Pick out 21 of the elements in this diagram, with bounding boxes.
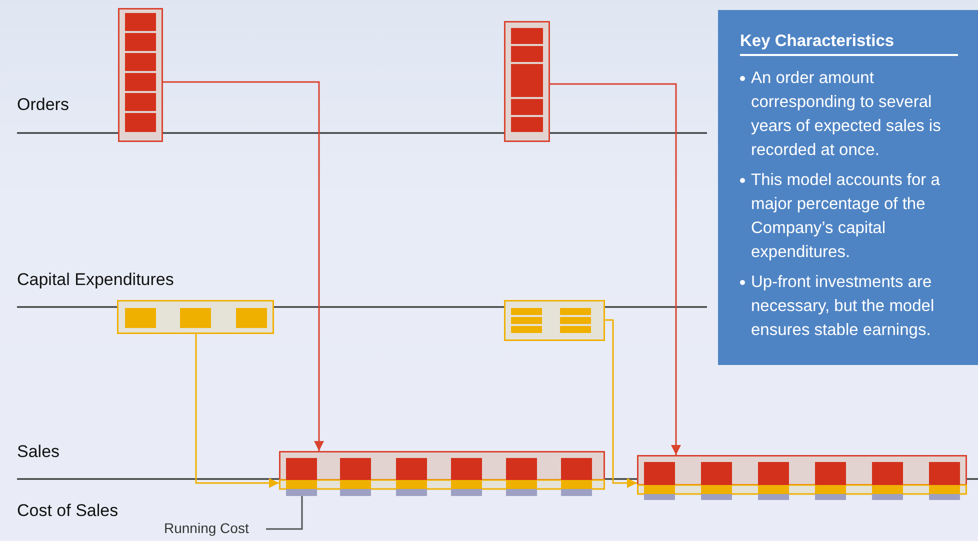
order-block-stack bbox=[504, 21, 550, 142]
order-block-stack bbox=[118, 8, 163, 142]
arrow bbox=[605, 319, 637, 488]
sales-block-row bbox=[279, 451, 605, 496]
annotation-text: Running Cost bbox=[164, 520, 249, 536]
panel-heading: Key Characteristics bbox=[740, 32, 958, 56]
expenditure-block-group bbox=[504, 300, 605, 341]
row-label: Sales bbox=[17, 442, 60, 462]
row-label: Capital Expenditures bbox=[17, 270, 174, 290]
sales-block-row bbox=[637, 455, 967, 500]
bullet-text: An order amount corresponding to several years of expected sales is recorded at once. bbox=[751, 68, 942, 161]
bullet-text: Up-front investments are necessary, but the model ensures stable earnings. bbox=[751, 272, 936, 341]
leader-line bbox=[266, 496, 303, 530]
arrow bbox=[195, 334, 279, 488]
arrow bbox=[550, 83, 681, 455]
arrow bbox=[163, 81, 324, 451]
row-label: Orders bbox=[17, 95, 69, 115]
expenditure-block-group bbox=[117, 300, 274, 334]
bullet-text: This model accounts for a major percentage of the Company’s capital expenditures. bbox=[751, 170, 941, 263]
row-label: Cost of Sales bbox=[17, 501, 118, 521]
info-panel bbox=[718, 10, 978, 365]
